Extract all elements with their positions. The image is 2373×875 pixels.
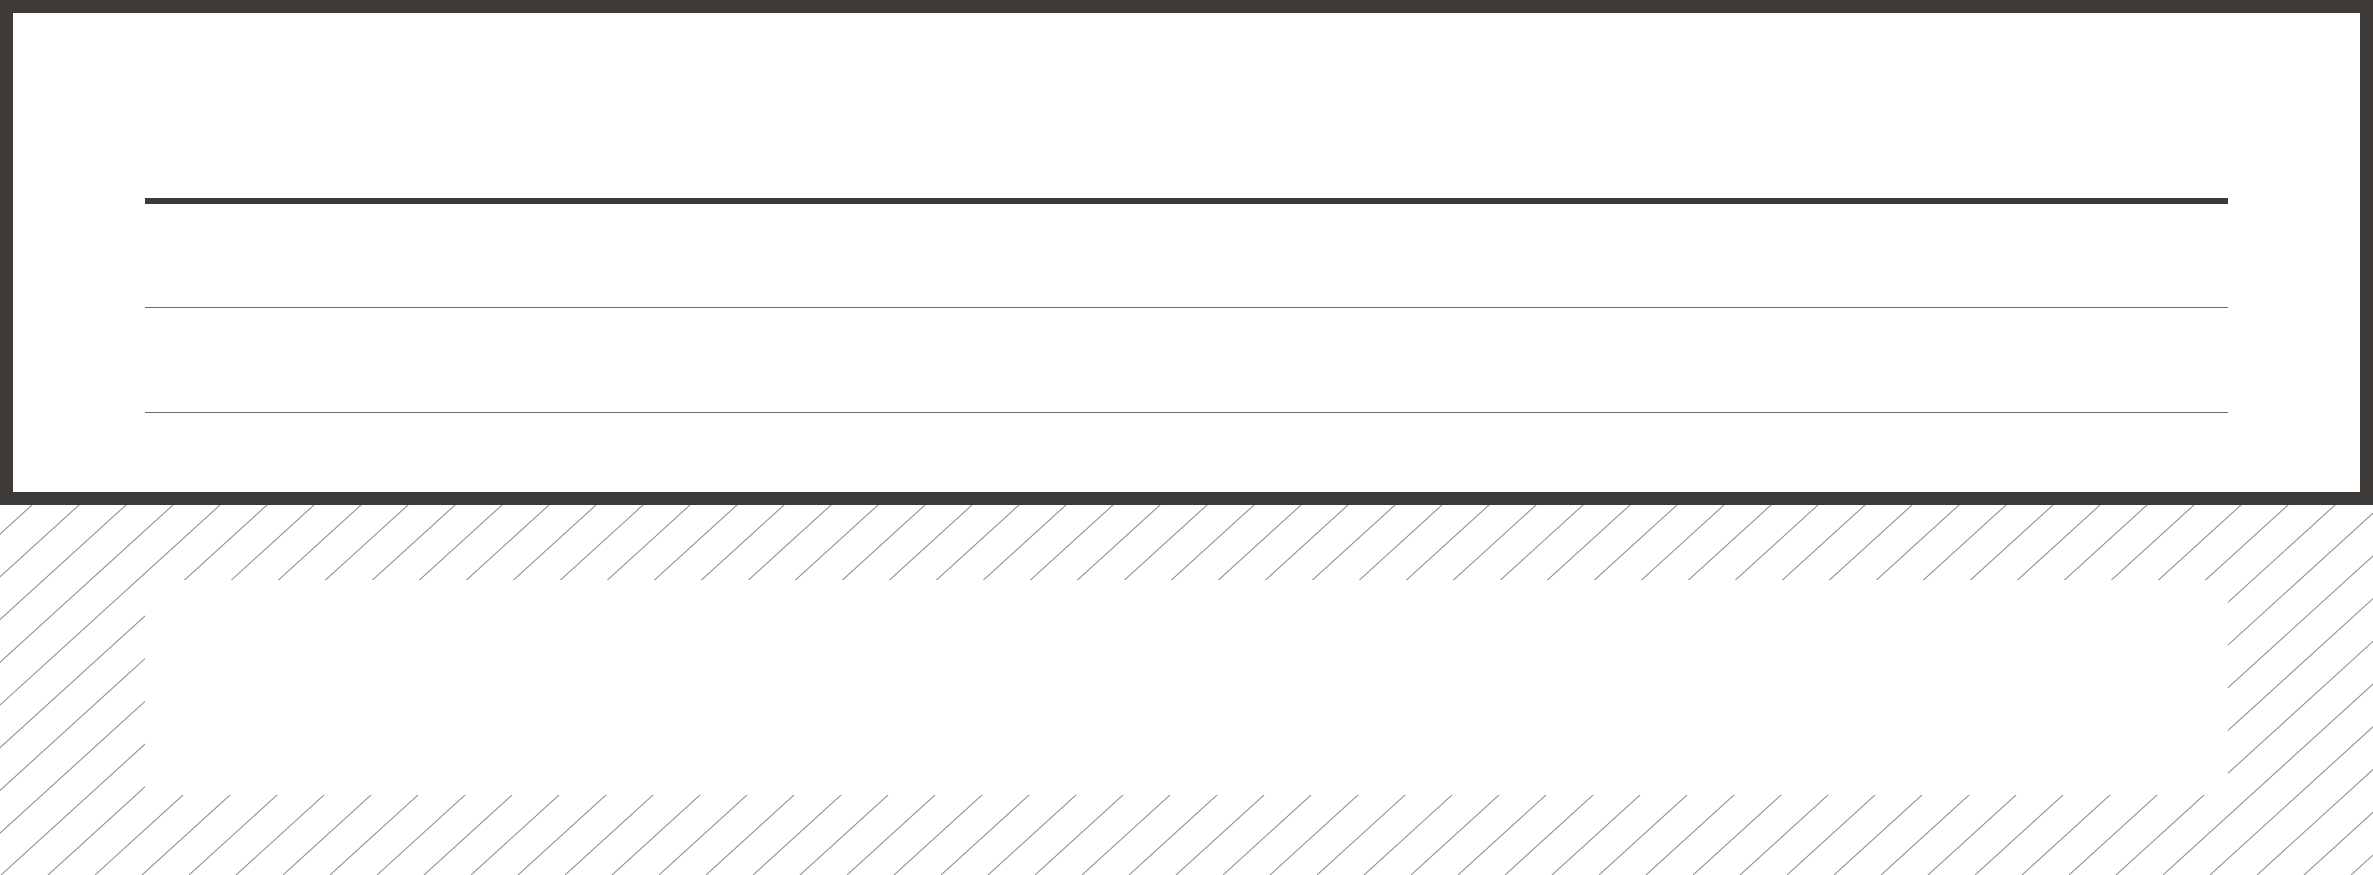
hatch-line	[2115, 500, 2373, 875]
hatch-line	[2162, 500, 2373, 875]
hatch-line	[2068, 500, 2373, 875]
hatch-line	[0, 500, 320, 875]
blank-inner-box	[145, 580, 2228, 795]
thin-rule-line	[145, 412, 2228, 413]
hatch-line	[0, 500, 226, 875]
thick-rule-line	[145, 198, 2228, 204]
outer-frame	[0, 0, 2373, 505]
hatch-line	[0, 500, 273, 875]
hatch-line	[0, 500, 132, 875]
thin-rule-line	[145, 307, 2228, 308]
hatched-region	[0, 500, 2373, 875]
hatch-line	[2209, 500, 2373, 875]
hatch-line	[0, 500, 179, 875]
hatch-line	[2256, 500, 2373, 875]
hatch-line	[2021, 500, 2373, 875]
hatch-line	[0, 500, 85, 875]
hatch-line	[2303, 500, 2373, 875]
